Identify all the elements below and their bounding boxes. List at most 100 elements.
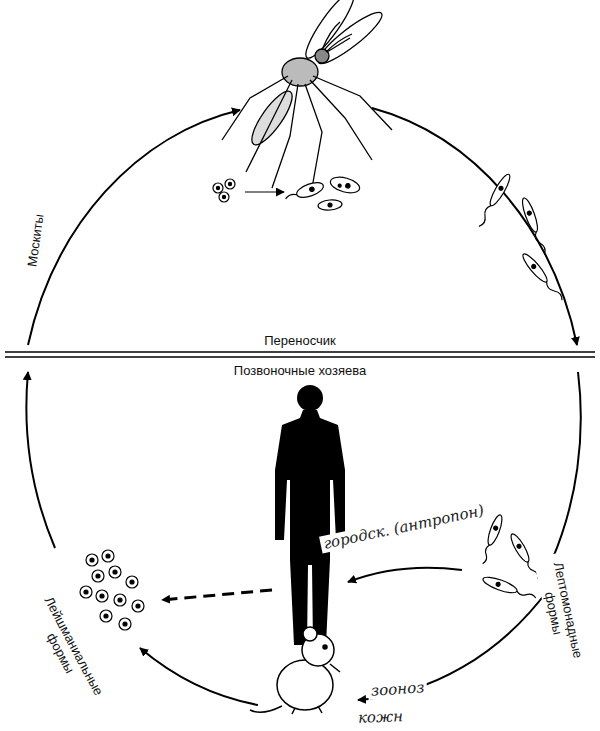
- ingested-cells: [213, 174, 361, 211]
- leishmanial-forms-part: [109, 566, 121, 578]
- leishmanial-forms-part: [118, 598, 122, 602]
- leishmanial-forms-part: [114, 594, 126, 606]
- flagellates-vector-part-part: [531, 264, 537, 270]
- ingested-cells-part: [225, 179, 235, 189]
- flagellates-vector-part-part: [520, 251, 550, 284]
- leptomonad-forms-part-part: [481, 574, 518, 596]
- ingested-cells-part-part: [328, 203, 332, 207]
- mosquito-figure-part-part: [222, 76, 288, 140]
- cycle-arrows-part: [552, 372, 581, 560]
- flagellates-vector-part-part: [487, 172, 513, 208]
- leptomonad-forms-part-part: [496, 582, 501, 587]
- leptomonad-forms-part-part: [493, 526, 498, 531]
- leishmanial-forms-part: [84, 590, 88, 594]
- leishmanial-forms: [80, 550, 144, 630]
- leishmanial-forms-part: [119, 618, 131, 630]
- leishmanial-forms-part: [100, 594, 104, 598]
- ingested-cells-part: [318, 199, 343, 211]
- leishmanial-forms-part: [100, 610, 112, 622]
- human-silhouette: [275, 385, 345, 645]
- mosquito-figure-part-part: [322, 22, 340, 50]
- flagellates-vector-part: [520, 251, 565, 303]
- leishmanial-forms-part: [90, 558, 94, 562]
- leishmanial-forms-part: [102, 550, 114, 562]
- flagellates-vector-part: [475, 172, 513, 228]
- rodent-figure-part: [250, 706, 282, 712]
- leishmanial-forms-part: [132, 600, 144, 612]
- ingested-cells-part: [245, 191, 284, 192]
- leishmanial-forms-part: [106, 554, 110, 558]
- leptomonad-forms-part-part: [516, 589, 536, 600]
- flagellates-vector-part-part: [498, 186, 503, 191]
- section-label: Позвоночные хозяева: [231, 364, 369, 379]
- leishmanial-forms-part: [96, 574, 100, 578]
- flagellates-vector-part-part: [477, 204, 493, 227]
- leptomonad-forms-part-part: [508, 532, 532, 564]
- flagellates-vector-part-part: [545, 280, 564, 302]
- leishmanial-forms-part: [96, 590, 108, 602]
- flagellates-vector-part-part: [527, 211, 532, 216]
- leishmanial-forms-part: [92, 570, 104, 582]
- leishmanial-forms-part: [130, 580, 134, 584]
- mosquito-figure-part-part: [310, 80, 372, 160]
- leishmanial-forms-part: [104, 614, 108, 618]
- ingested-cells-part-part: [309, 186, 315, 192]
- leishmanial-forms-part: [126, 576, 138, 588]
- leishmanial-forms-part: [136, 604, 140, 608]
- flagellates-vector-part-part: [534, 231, 547, 255]
- ingested-cells-part-part: [285, 193, 297, 199]
- mosquito-figure-part-part: [313, 76, 392, 130]
- ingested-cells-part-part: [338, 184, 342, 188]
- ingested-cells-part: [284, 180, 326, 205]
- mosquito-figure-part-part: [272, 84, 298, 188]
- leishmanial-forms-part: [123, 622, 127, 626]
- mosquito-figure-part: [313, 6, 387, 69]
- human-silhouette-part: [297, 385, 323, 411]
- stage-label: Лептомонадные формы: [533, 552, 586, 672]
- rodent-figure-part: [277, 660, 333, 710]
- ingested-cells-part-part: [295, 180, 325, 201]
- mosquito-figure-part-part: [246, 80, 292, 172]
- leptomonad-forms-part: [478, 513, 504, 565]
- ingested-cells-part-part: [318, 199, 343, 211]
- cycle-arrows: [26, 108, 580, 705]
- ingested-cells-part: [222, 195, 225, 198]
- leptomonad-forms-part-part: [481, 544, 492, 564]
- mosquito-figure-part-part: [305, 84, 322, 188]
- divider-line-part: [5, 356, 595, 358]
- cycle-arrows-part: [358, 590, 548, 700]
- flagellates-vector: [475, 172, 565, 303]
- divider-line-part: [5, 351, 595, 353]
- leishmanial-forms-part: [86, 554, 98, 566]
- rodent-figure-part: [292, 664, 340, 714]
- ingested-cells-part: [228, 182, 231, 185]
- ingested-cells-part: [219, 192, 229, 202]
- section-label: Переносчик: [261, 334, 339, 349]
- stage-label: Лейшманиальные формы: [24, 590, 107, 711]
- ingested-cells-part-part: [345, 183, 350, 188]
- mosquito-figure-part-part: [326, 34, 352, 52]
- human-silhouette-part: [275, 410, 345, 645]
- ingested-cells-part: [213, 183, 223, 193]
- cycle-arrows-part: [26, 372, 55, 548]
- vector-label: Москиты: [24, 210, 47, 270]
- flagellates-vector-part: [520, 197, 549, 256]
- mosquito-figure-part: [222, 22, 392, 188]
- leishmanial-forms-part: [113, 570, 117, 574]
- cycle-arrows-part: [348, 568, 462, 582]
- mosquito-figure-part-part: [327, 38, 350, 52]
- rodent-figure-part: [303, 627, 317, 641]
- leishmanial-forms-part: [80, 586, 92, 598]
- rodent-figure-part: [323, 645, 327, 649]
- cycle-arrows-part: [372, 108, 577, 345]
- mosquito-figure: [222, 0, 392, 188]
- ingested-cells-part: [329, 174, 362, 195]
- ingested-cells-part: [216, 186, 219, 189]
- divider-line: [5, 352, 595, 357]
- cycle-arrows-part: [162, 590, 272, 600]
- leptomonad-forms-part-part: [516, 544, 521, 549]
- cycle-arrows-part: [28, 110, 240, 345]
- ingested-cells-part-part: [329, 174, 362, 195]
- flagellates-vector-part-part: [520, 197, 541, 234]
- cycle-arrows-part: [140, 648, 258, 705]
